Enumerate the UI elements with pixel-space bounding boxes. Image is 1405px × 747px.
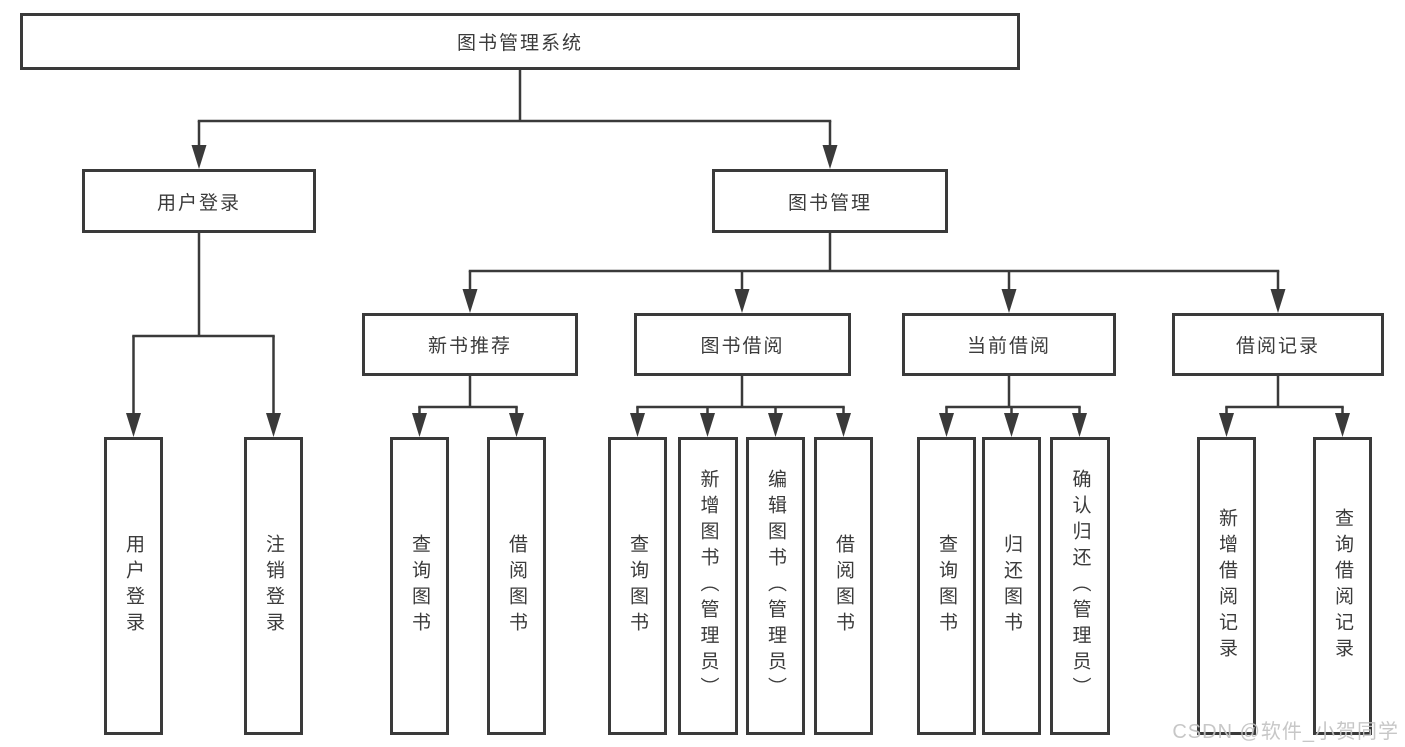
leaf-confirm-return-admin: 确认归还（管理员） xyxy=(1050,437,1110,735)
arrowhead-down xyxy=(630,413,645,437)
arrowhead-down xyxy=(700,413,715,437)
arrowhead-down xyxy=(462,289,478,313)
arrowhead-down xyxy=(509,413,524,437)
arrowhead-down xyxy=(768,413,783,437)
leaf-borrow-books: 借阅图书 xyxy=(814,437,873,735)
leaf-logout: 注销登录 xyxy=(244,437,303,735)
arrowhead-down xyxy=(1270,289,1286,313)
leaf-query-books-borrow: 查询图书 xyxy=(608,437,667,735)
leaf-add-borrow-record: 新增借阅记录 xyxy=(1197,437,1256,735)
connector-borrow-records-to-leaves xyxy=(1219,376,1350,437)
leaf-query-books-current: 查询图书 xyxy=(917,437,976,735)
arrowhead-down xyxy=(1072,413,1087,437)
leaf-add-book-admin: 新增图书（管理员） xyxy=(678,437,738,735)
leaf-borrow-books-recommend: 借阅图书 xyxy=(487,437,546,735)
arrowhead-down xyxy=(191,145,207,169)
arrowhead-down xyxy=(1335,413,1350,437)
arrowhead-down xyxy=(1001,289,1017,313)
arrowhead-down xyxy=(1004,413,1019,437)
leaf-return-book: 归还图书 xyxy=(982,437,1041,735)
leaf-edit-book-admin: 编辑图书（管理员） xyxy=(746,437,805,735)
connector-root-to-level2 xyxy=(191,70,838,169)
arrowhead-down xyxy=(734,289,750,313)
connector-user-login-to-leaves xyxy=(126,233,281,437)
node-book-mgmt-branch: 图书管理 xyxy=(712,169,948,233)
arrowhead-down xyxy=(126,413,141,437)
node-root-library-system: 图书管理系统 xyxy=(20,13,1020,70)
node-user-login-branch: 用户登录 xyxy=(82,169,316,233)
arrowhead-down xyxy=(822,145,838,169)
node-book-borrow: 图书借阅 xyxy=(634,313,851,376)
csdn-watermark: CSDN @软件_小贺同学 xyxy=(1172,721,1399,743)
node-current-borrow: 当前借阅 xyxy=(902,313,1116,376)
arrowhead-down xyxy=(836,413,851,437)
node-new-book-recommend: 新书推荐 xyxy=(362,313,578,376)
arrowhead-down xyxy=(412,413,427,437)
connector-new-books-to-leaves xyxy=(412,376,524,437)
connector-book-borrow-to-leaves xyxy=(630,376,851,437)
connector-book-mgmt-to-level3 xyxy=(462,233,1286,313)
leaf-user-login: 用户登录 xyxy=(104,437,163,735)
leaf-query-books-recommend: 查询图书 xyxy=(390,437,449,735)
node-borrow-records: 借阅记录 xyxy=(1172,313,1384,376)
arrowhead-down xyxy=(266,413,281,437)
arrowhead-down xyxy=(1219,413,1234,437)
connector-current-borrow-to-leaves xyxy=(939,376,1087,437)
arrowhead-down xyxy=(939,413,954,437)
leaf-query-borrow-record: 查询借阅记录 xyxy=(1313,437,1372,735)
